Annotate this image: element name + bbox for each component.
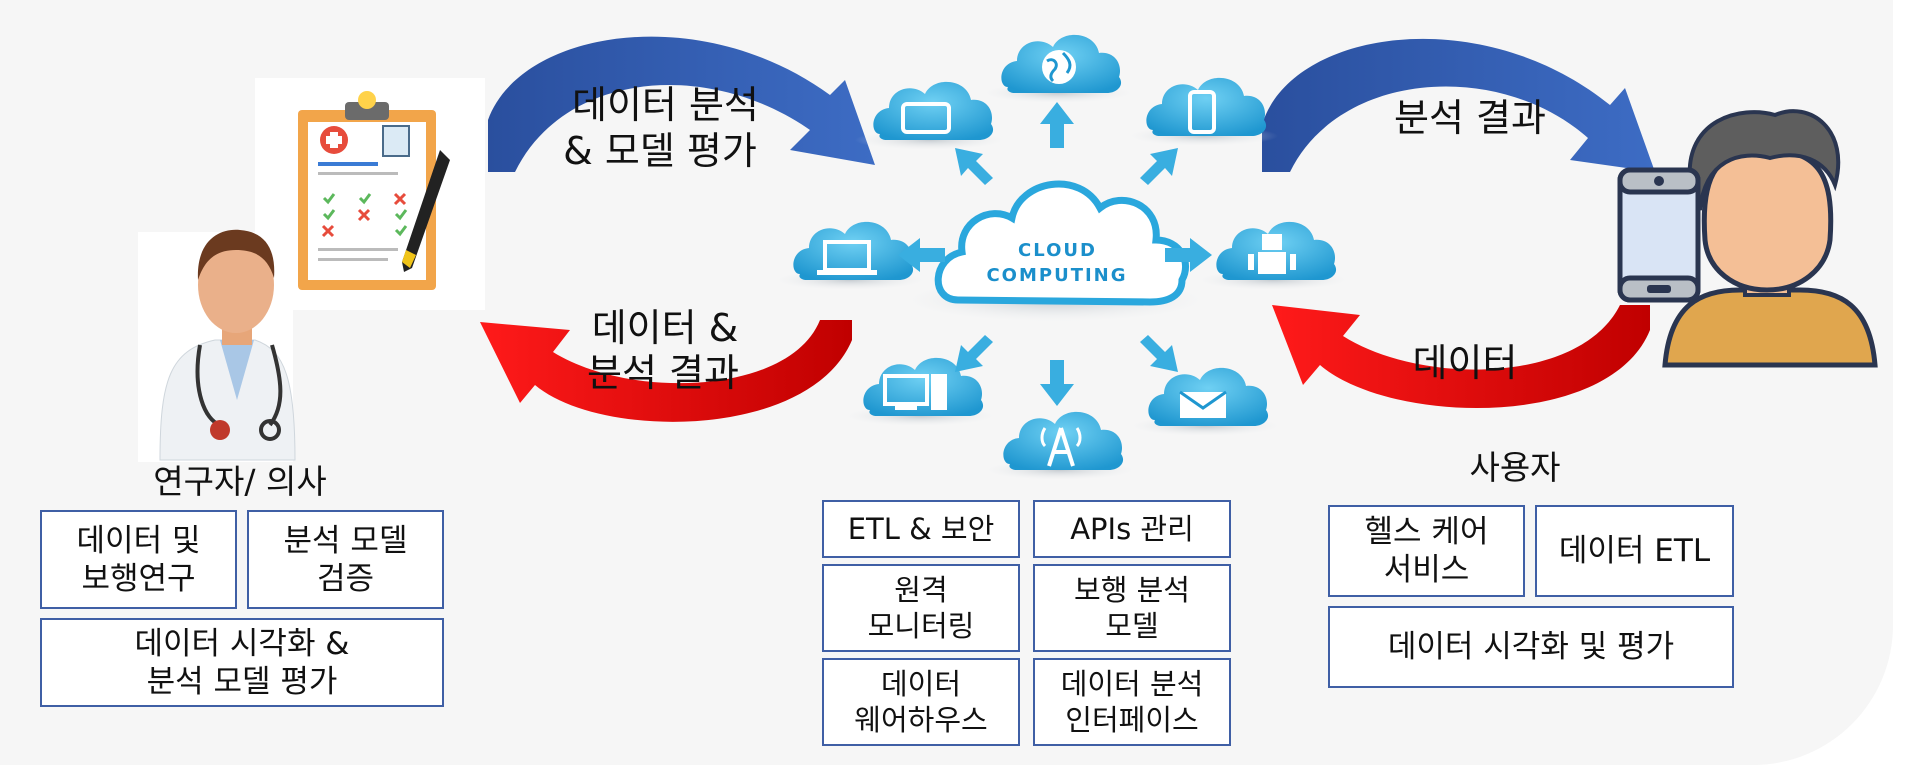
cloud-tablet-icon bbox=[855, 81, 1005, 150]
researcher-box-model-validation: 분석 모델 검증 bbox=[247, 510, 444, 609]
blue-arrow-top-right bbox=[1262, 38, 1655, 173]
flow-label-top-left-line2: & 모델 평가 bbox=[563, 129, 757, 173]
cloud-box-remote-monitoring: 원격 모니터링 bbox=[822, 564, 1020, 652]
cloud-computing-icon bbox=[905, 180, 1205, 322]
doctor-avatar-icon bbox=[138, 229, 296, 462]
researcher-label: 연구자/ 의사 bbox=[153, 462, 327, 501]
cloud-globe-icon bbox=[983, 34, 1133, 103]
arrow-right-icon bbox=[1165, 238, 1212, 272]
cloud-box-gait-model: 보행 분석 모델 bbox=[1033, 564, 1231, 652]
red-arrow-bottom-right bbox=[1272, 305, 1650, 409]
arrow-down-right-icon bbox=[1140, 335, 1178, 372]
cloud-laptop-icon bbox=[775, 221, 925, 290]
arrow-up-right-icon bbox=[1140, 148, 1178, 185]
researcher-box-visualization: 데이터 시각화 & 분석 모델 평가 bbox=[40, 618, 444, 707]
red-arrow-bottom-left bbox=[480, 320, 852, 422]
cloud-robot-icon bbox=[1198, 221, 1348, 290]
cloud-desktop-icon bbox=[845, 357, 995, 426]
arrow-left-icon bbox=[898, 238, 945, 272]
cloud-box-etl-security: ETL & 보안 bbox=[822, 500, 1020, 558]
user-box-healthcare-service: 헬스 케어 서비스 bbox=[1328, 505, 1525, 597]
flow-label-bottom-left-line1: 데이터 & bbox=[591, 306, 739, 350]
cloud-line1: CLOUD bbox=[1018, 240, 1097, 261]
clipboard-icon bbox=[255, 78, 485, 310]
flow-label-top-left-line1: 데이터 분석 bbox=[572, 83, 759, 127]
arrow-down-left-icon bbox=[955, 335, 993, 372]
user-avatar-icon bbox=[1617, 109, 1878, 368]
flow-label-bottom-left-line2: 분석 결과 bbox=[587, 351, 739, 395]
flow-label-bottom-right: 데이터 bbox=[1412, 341, 1518, 385]
cloud-box-analysis-interface: 데이터 분석 인터페이스 bbox=[1033, 658, 1231, 746]
arrow-up-icon bbox=[1040, 102, 1074, 148]
cloud-antenna-icon bbox=[985, 411, 1135, 480]
researcher-box-gait-study: 데이터 및 보행연구 bbox=[40, 510, 237, 609]
cloud-line2: COMPUTING bbox=[986, 265, 1128, 286]
arrow-down-icon bbox=[1040, 360, 1074, 406]
cloud-mail-icon bbox=[1130, 367, 1280, 436]
cloud-phone-icon bbox=[1128, 77, 1278, 146]
cloud-box-data-warehouse: 데이터 웨어하우스 bbox=[822, 658, 1020, 746]
cloud-box-api-management: APIs 관리 bbox=[1033, 500, 1231, 558]
flow-label-top-right: 분석 결과 bbox=[1394, 96, 1546, 140]
user-label: 사용자 bbox=[1469, 448, 1561, 487]
cloud-connector-arrows bbox=[898, 102, 1212, 406]
user-box-data-etl: 데이터 ETL bbox=[1535, 505, 1734, 597]
arrow-up-left-icon bbox=[955, 148, 993, 185]
user-box-visualization-evaluation: 데이터 시각화 및 평가 bbox=[1328, 606, 1734, 688]
blue-arrow-top-left bbox=[488, 36, 875, 172]
